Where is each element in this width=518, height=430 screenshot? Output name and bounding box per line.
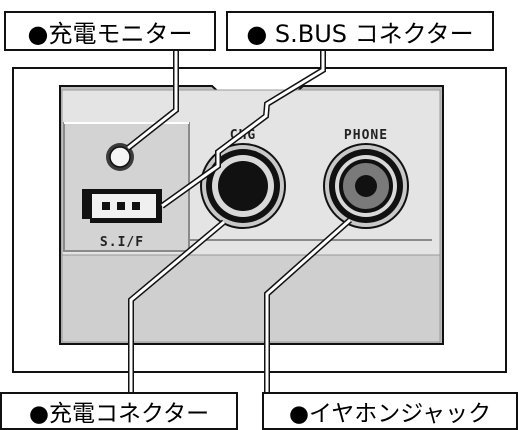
sif-marking: S.I/F xyxy=(100,235,144,250)
label-charge-connector: ●充電コネクター xyxy=(0,392,238,430)
label-charge-monitor: ●充電モニター xyxy=(4,11,216,51)
leader-inner xyxy=(127,50,351,394)
connector-icon xyxy=(82,189,162,223)
sif-module xyxy=(63,122,190,252)
earphone-jack-icon xyxy=(323,143,409,229)
label-earphone-jack: ●イヤホンジャック xyxy=(262,392,518,430)
phone-marking: PHONE xyxy=(344,128,388,143)
led-icon xyxy=(106,143,134,171)
label-sbus-connector: ● S.BUS コネクター xyxy=(226,11,494,51)
charge-jack-icon xyxy=(200,143,286,229)
panel-lower xyxy=(61,254,441,343)
